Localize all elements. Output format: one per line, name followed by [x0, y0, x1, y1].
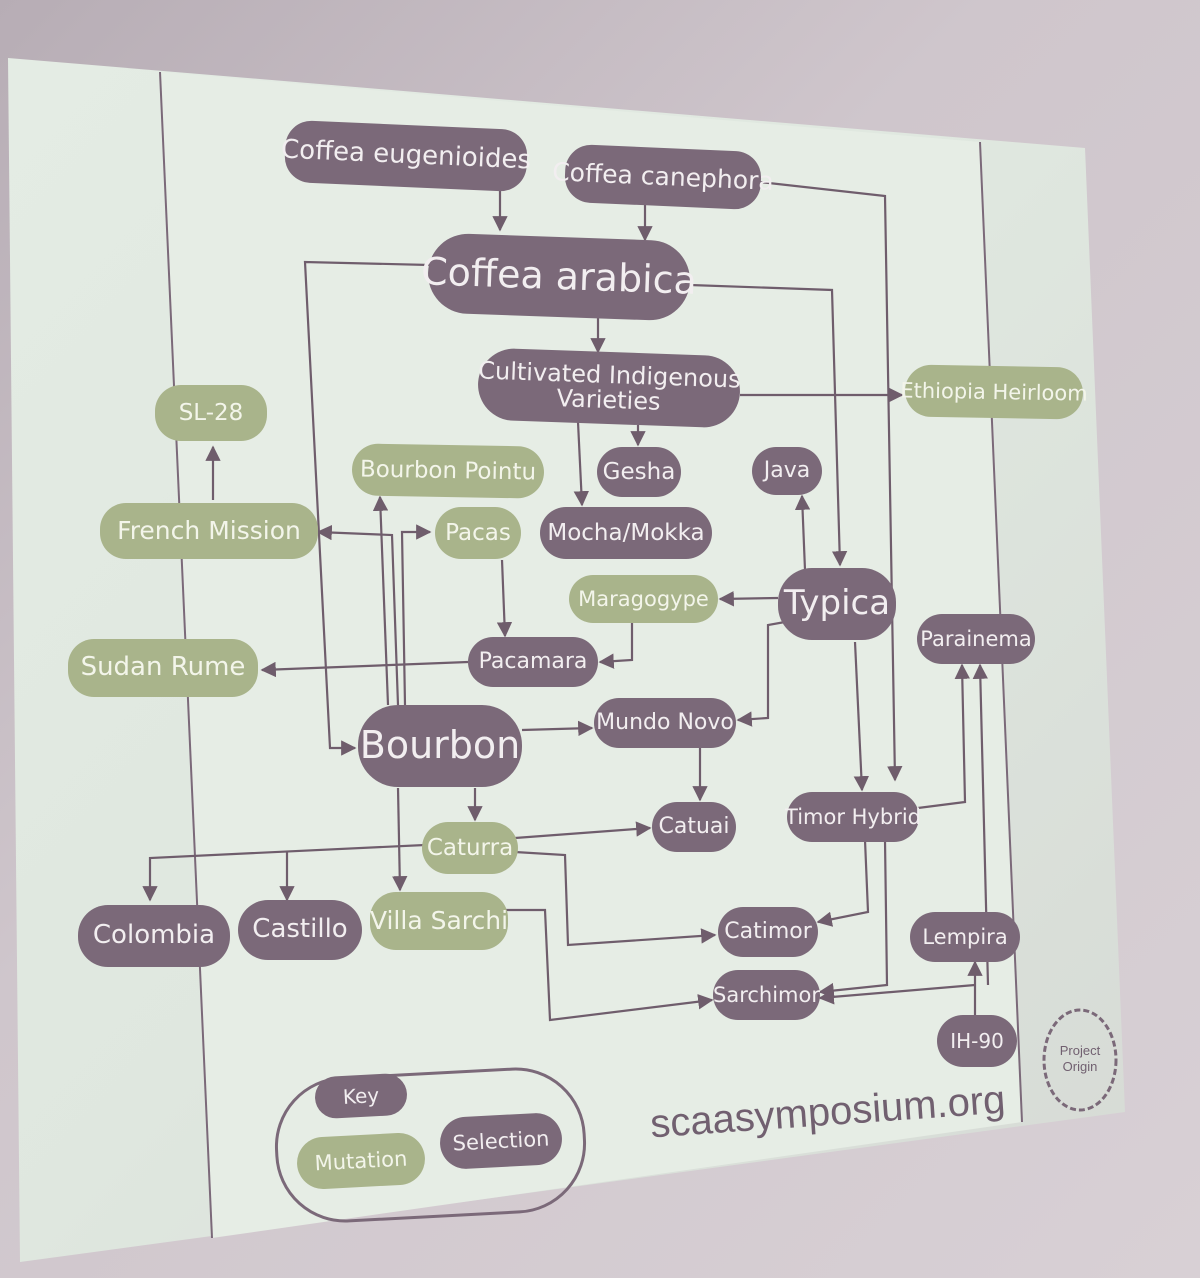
- node-castillo: Castillo: [238, 900, 362, 960]
- arrow-maragogype-pacamara: [598, 622, 634, 669]
- node-pacamara: Pacamara: [468, 637, 598, 687]
- node-timor-hybrid: Timor Hybrid: [785, 792, 921, 842]
- node-sarchimor: Sarchimor: [713, 970, 820, 1020]
- arrow-ih90-sarchimor: [818, 983, 976, 1005]
- arrow-cultivated-mocha: [573, 421, 590, 507]
- arrow-typica-java: [794, 494, 811, 571]
- key-title: Key: [313, 1072, 409, 1120]
- arrow-caturra-catimor: [514, 850, 717, 947]
- arrow-pacamara-sudan: [260, 660, 469, 678]
- arrow-bourbon-villasarchi: [392, 787, 408, 892]
- arrow-timor-parainema: [917, 663, 971, 810]
- arrow-timor-catimor: [816, 839, 870, 927]
- node-pacas: Pacas: [435, 507, 521, 559]
- logo-line2: Origin: [1062, 1059, 1098, 1074]
- arrow-timor-sarchimor: [818, 839, 889, 999]
- node-coffea-arabica: Coffea arabica: [420, 232, 698, 322]
- node-ih90: IH-90: [937, 1015, 1017, 1067]
- arrow-arabica-bourbon: [303, 260, 431, 756]
- node-gesha: Gesha: [597, 447, 681, 497]
- node-maragogype: Maragogype: [569, 575, 718, 623]
- arrow-bourbon-pointu: [372, 495, 390, 706]
- arrow-bourbon-french: [316, 524, 400, 706]
- arrow-caturra-catuai: [514, 821, 652, 840]
- node-cultivated-indigenous: Cultivated Indigenous Varieties: [476, 347, 742, 429]
- node-bourbon-pointu: Bourbon Pointu: [351, 443, 545, 499]
- node-typica: Typica: [778, 568, 896, 640]
- arrow-bourbon-pacas: [400, 524, 432, 706]
- arrow-bourbon-mundonovo: [521, 720, 594, 737]
- key-mutation: Mutation: [295, 1131, 427, 1191]
- node-colombia: Colombia: [78, 905, 230, 967]
- node-caturra: Caturra: [422, 822, 518, 874]
- arrow-caturra-colombia: [142, 843, 426, 902]
- node-catimor: Catimor: [718, 907, 818, 957]
- node-sl28: SL-28: [155, 385, 267, 441]
- project-origin-logo: Project Origin: [1040, 1005, 1120, 1115]
- arrow-typica-mundonovo: [736, 620, 786, 727]
- project-origin-ring-icon: [1042, 1008, 1118, 1112]
- node-coffea-canephora: Coffea canephora: [552, 143, 774, 211]
- node-catuai: Catuai: [652, 802, 736, 852]
- node-parainema: Parainema: [917, 614, 1035, 664]
- arrow-typica-maragogype: [718, 591, 779, 607]
- arrow-arabica-typica: [689, 283, 848, 567]
- node-cultivated-line2: Varieties: [556, 384, 661, 416]
- node-sudan-rume: Sudan Rume: [68, 639, 258, 697]
- node-villa-sarchi: Villa Sarchi: [370, 892, 508, 950]
- node-ethiopia-heirloom: Ethiopia Heirloom: [900, 364, 1088, 420]
- arrow-villasarchi-sarchimor: [505, 908, 714, 1022]
- arrow-pacas-pacamara: [496, 559, 513, 638]
- node-coffea-eugenioides: Coffea eugenioides: [280, 119, 532, 193]
- logo-line1: Project: [1059, 1043, 1101, 1058]
- node-bourbon: Bourbon: [358, 705, 522, 787]
- node-mundo-novo: Mundo Novo: [594, 698, 736, 748]
- arrow-typica-timor: [853, 641, 870, 792]
- node-french-mission: French Mission: [100, 503, 318, 559]
- node-java: Java: [752, 447, 822, 495]
- node-lempira: Lempira: [910, 912, 1020, 962]
- node-mocha-mokka: Mocha/Mokka: [540, 507, 712, 559]
- key-selection: Selection: [438, 1111, 564, 1171]
